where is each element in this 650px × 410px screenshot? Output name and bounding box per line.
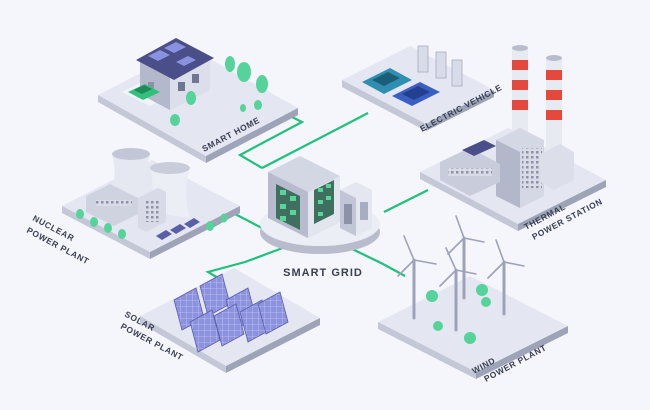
wind-turbine-icon <box>397 215 525 332</box>
charger-icon <box>417 45 463 87</box>
thermal-node: THERMAL POWER STATION <box>420 45 606 242</box>
connector-wind <box>345 245 406 277</box>
tree-icon <box>76 209 228 239</box>
connector-thermal <box>383 189 429 213</box>
smart-home-node: SMART HOME <box>98 38 298 163</box>
smart-grid-label: SMART GRID <box>283 267 363 279</box>
server-rack-icon <box>268 156 372 238</box>
solar-panel-icon <box>156 218 200 240</box>
car-icon <box>362 68 440 106</box>
chimney-icon <box>512 45 562 158</box>
factory-icon <box>440 128 574 208</box>
tree-icon <box>426 284 491 344</box>
wind-node: WIND POWER PLANT <box>378 215 568 384</box>
solar-panel-icon <box>173 273 289 353</box>
connector-electric-vehicle <box>261 112 369 169</box>
factory-icon <box>86 184 166 232</box>
wind-platform <box>378 276 568 372</box>
car-icon <box>128 84 160 100</box>
nuclear-node: NUCLEAR POWER PLANT <box>25 148 240 266</box>
tree-icon <box>170 56 268 126</box>
solar-node: SOLAR POWER PLANT <box>119 268 320 373</box>
smart-grid-hub: SMART GRID <box>260 156 380 279</box>
electric-vehicle-node: ELECTRIC VEHICLE <box>342 45 504 134</box>
